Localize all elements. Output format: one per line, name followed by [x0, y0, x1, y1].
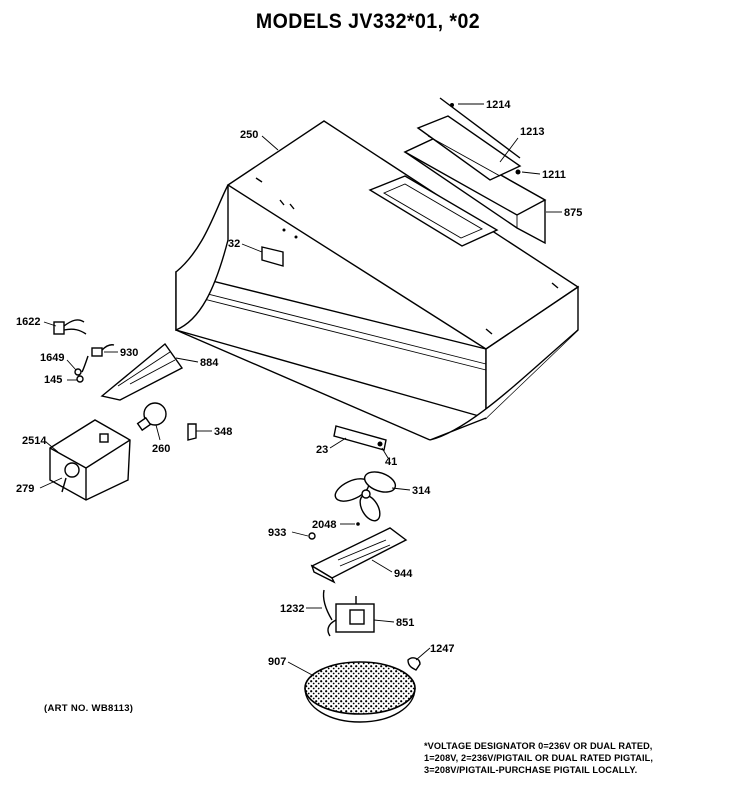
- footnote-line: 1=208V, 2=236V/PIGTAIL OR DUAL RATED PIG…: [424, 753, 653, 763]
- footnote-line: *VOLTAGE DESIGNATOR 0=236V OR DUAL RATED…: [424, 741, 653, 751]
- label-32: 32: [228, 238, 240, 250]
- part-314-fan-blade: [334, 471, 397, 522]
- part-933-nut: [308, 532, 316, 540]
- part-930-lamp-socket: [81, 344, 115, 373]
- label-250: 250: [240, 129, 258, 141]
- label-851: 851: [396, 617, 414, 629]
- label-1649: 1649: [40, 352, 64, 364]
- part-23-strip: [333, 425, 387, 451]
- label-884: 884: [200, 357, 219, 369]
- label-260: 260: [152, 443, 170, 455]
- part-851-motor: [327, 596, 375, 637]
- label-41: 41: [385, 456, 397, 468]
- label-1211: 1211: [542, 169, 566, 181]
- part-884-lamp-bracket: [100, 342, 184, 401]
- label-944: 944: [394, 568, 413, 580]
- part-2048-washer: [356, 522, 360, 526]
- part-907-grease-filter: [304, 661, 416, 723]
- label-2048: 2048: [312, 519, 336, 531]
- part-32-label-plate: [261, 246, 284, 267]
- label-279: 279: [16, 483, 34, 495]
- part-1232-wire: [322, 589, 333, 621]
- part-2514-switch-box: [49, 419, 131, 501]
- label-1247: 1247: [430, 643, 454, 655]
- part-1649-145-hardware: [74, 368, 84, 383]
- part-348-clip: [187, 423, 197, 441]
- part-279-knob: [61, 462, 80, 493]
- label-1232: 1232: [280, 603, 304, 615]
- art-number: (ART NO. WB8113): [44, 703, 134, 714]
- label-1214: 1214: [486, 99, 511, 111]
- range-hood-body: [175, 120, 580, 441]
- label-1622: 1622: [16, 316, 40, 328]
- footnote-line: 3=208V/PIGTAIL-PURCHASE PIGTAIL LOCALLY.: [424, 765, 638, 775]
- part-1247-clip: [407, 657, 421, 671]
- part-260-lamp-bulb: [136, 402, 167, 432]
- leader-lines: [39, 103, 562, 677]
- label-23: 23: [316, 444, 328, 456]
- label-933: 933: [268, 527, 286, 539]
- voltage-footnote: *VOLTAGE DESIGNATOR 0=236V OR DUAL RATED…: [424, 740, 734, 776]
- diagram-title: MODELS JV332*01, *02: [255, 10, 481, 33]
- label-907: 907: [268, 656, 286, 668]
- label-1213: 1213: [520, 126, 544, 138]
- part-1622-terminal: [53, 319, 87, 335]
- label-314: 314: [412, 485, 431, 497]
- label-930: 930: [120, 347, 138, 359]
- label-875: 875: [564, 207, 582, 219]
- damper-assembly: [403, 97, 547, 245]
- part-944-motor-bracket: [310, 527, 408, 584]
- label-145: 145: [44, 374, 62, 386]
- label-2514: 2514: [22, 435, 47, 447]
- label-348: 348: [214, 426, 232, 438]
- part-41-screw: [377, 441, 383, 447]
